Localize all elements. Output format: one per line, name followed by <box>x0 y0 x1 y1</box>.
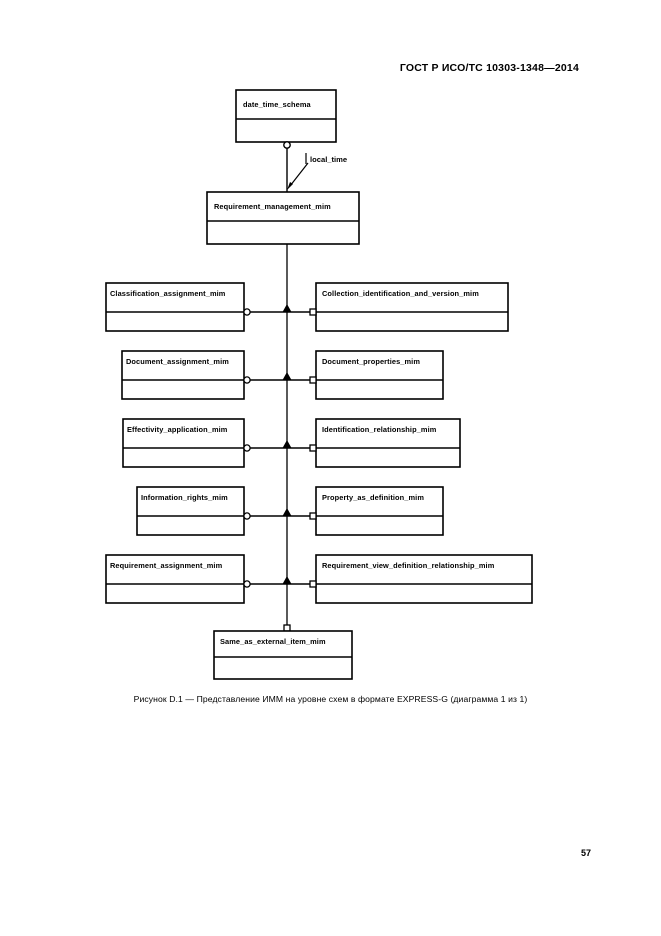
entity-box-information-rights-mim <box>136 486 245 536</box>
entity-box-property-as-definition-mim <box>315 486 444 536</box>
entity-box-collection-identification-and-version-mim <box>315 282 509 332</box>
entity-box-identification-relationship-mim <box>315 418 461 468</box>
entity-box-effectivity-application-mim <box>122 418 245 468</box>
entity-box-date-time-schema <box>235 89 337 143</box>
express-g-diagram: date_time_schema local_time Requirement_… <box>105 89 533 680</box>
diagram-canvas <box>105 89 533 680</box>
entity-box-requirement-assignment-mim <box>105 554 245 604</box>
entity-box-classification-assignment-mim <box>105 282 245 332</box>
figure-caption: Рисунок D.1 — Представление ИММ на уровн… <box>133 694 528 704</box>
entity-box-requirement-view-definition-relationship-mim <box>315 554 533 604</box>
document-header-standard-number: ГОСТ Р ИСО/ТС 10303-1348—2014 <box>399 62 579 74</box>
entity-box-same-as-external-item-mim <box>213 630 353 680</box>
relationship-label-local-time: local_time <box>310 155 348 164</box>
entity-box-requirement-management-mim <box>206 191 360 245</box>
entity-box-document-assignment-mim <box>121 350 245 400</box>
entity-box-document-properties-mim <box>315 350 444 400</box>
page-number: 57 <box>580 848 591 858</box>
